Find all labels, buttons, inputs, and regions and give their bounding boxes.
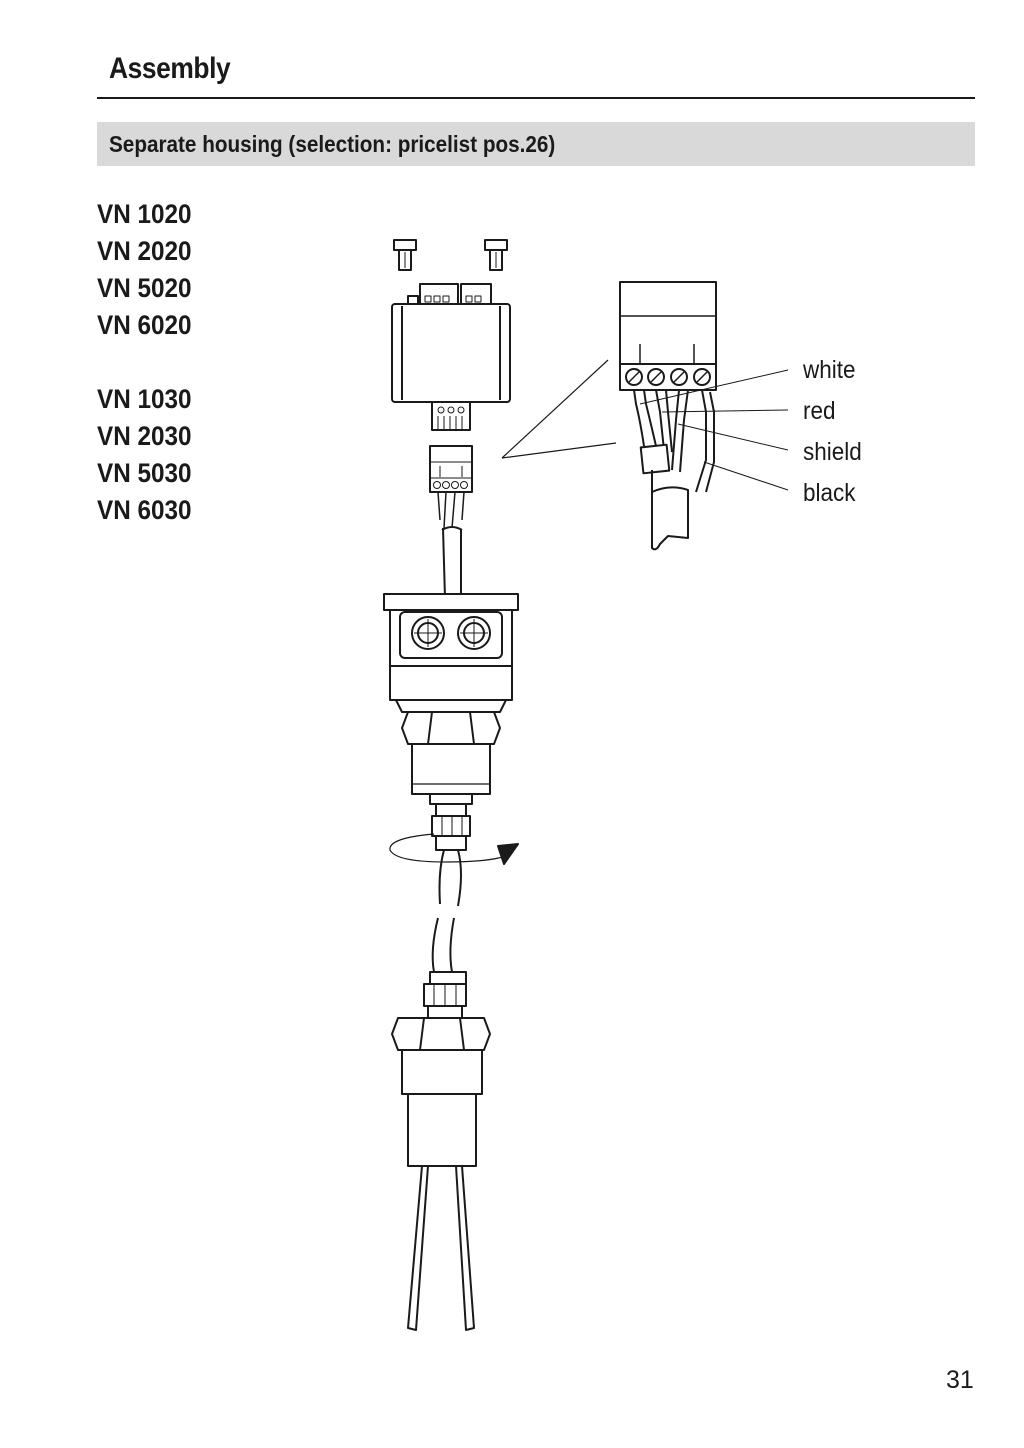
- model-item: VN 2030: [97, 421, 192, 451]
- title-rule: [97, 97, 975, 99]
- model-item: VN 2020: [97, 236, 192, 266]
- wire-label-white: white: [803, 356, 856, 384]
- screw-left: [393, 239, 417, 271]
- wire-label-shield: shield: [803, 438, 862, 466]
- screw-right: [484, 239, 508, 271]
- model-item: VN 6020: [97, 310, 192, 340]
- callout-line: [501, 442, 617, 459]
- cable-lower: [431, 917, 455, 973]
- main-housing: [383, 593, 519, 805]
- rotation-arrow: [389, 833, 519, 865]
- callout-line: [501, 359, 609, 459]
- section-heading: Separate housing (selection: pricelist p…: [109, 131, 556, 157]
- page-number: 31: [946, 1366, 974, 1394]
- model-list: VN 1020 VN 2020 VN 5020 VN 6020 VN 1030 …: [97, 196, 202, 529]
- wire-label-black: black: [803, 479, 856, 507]
- section-band: Separate housing (selection: pricelist p…: [97, 122, 975, 166]
- model-item: VN 6030: [97, 495, 192, 525]
- page-title: Assembly: [109, 52, 231, 85]
- model-item: VN 5030: [97, 458, 192, 488]
- plug-connector: [429, 445, 473, 599]
- wire-leaders: [639, 369, 789, 491]
- model-item: VN 1020: [97, 199, 192, 229]
- separate-housing-module: [391, 283, 511, 431]
- wire-label-red: red: [803, 397, 836, 425]
- model-item: VN 5020: [97, 273, 192, 303]
- sensor-probe: [391, 971, 491, 1331]
- terminal-detail: [619, 281, 717, 551]
- model-item: VN 1030: [97, 384, 192, 414]
- cable-gland-upper: [431, 803, 471, 907]
